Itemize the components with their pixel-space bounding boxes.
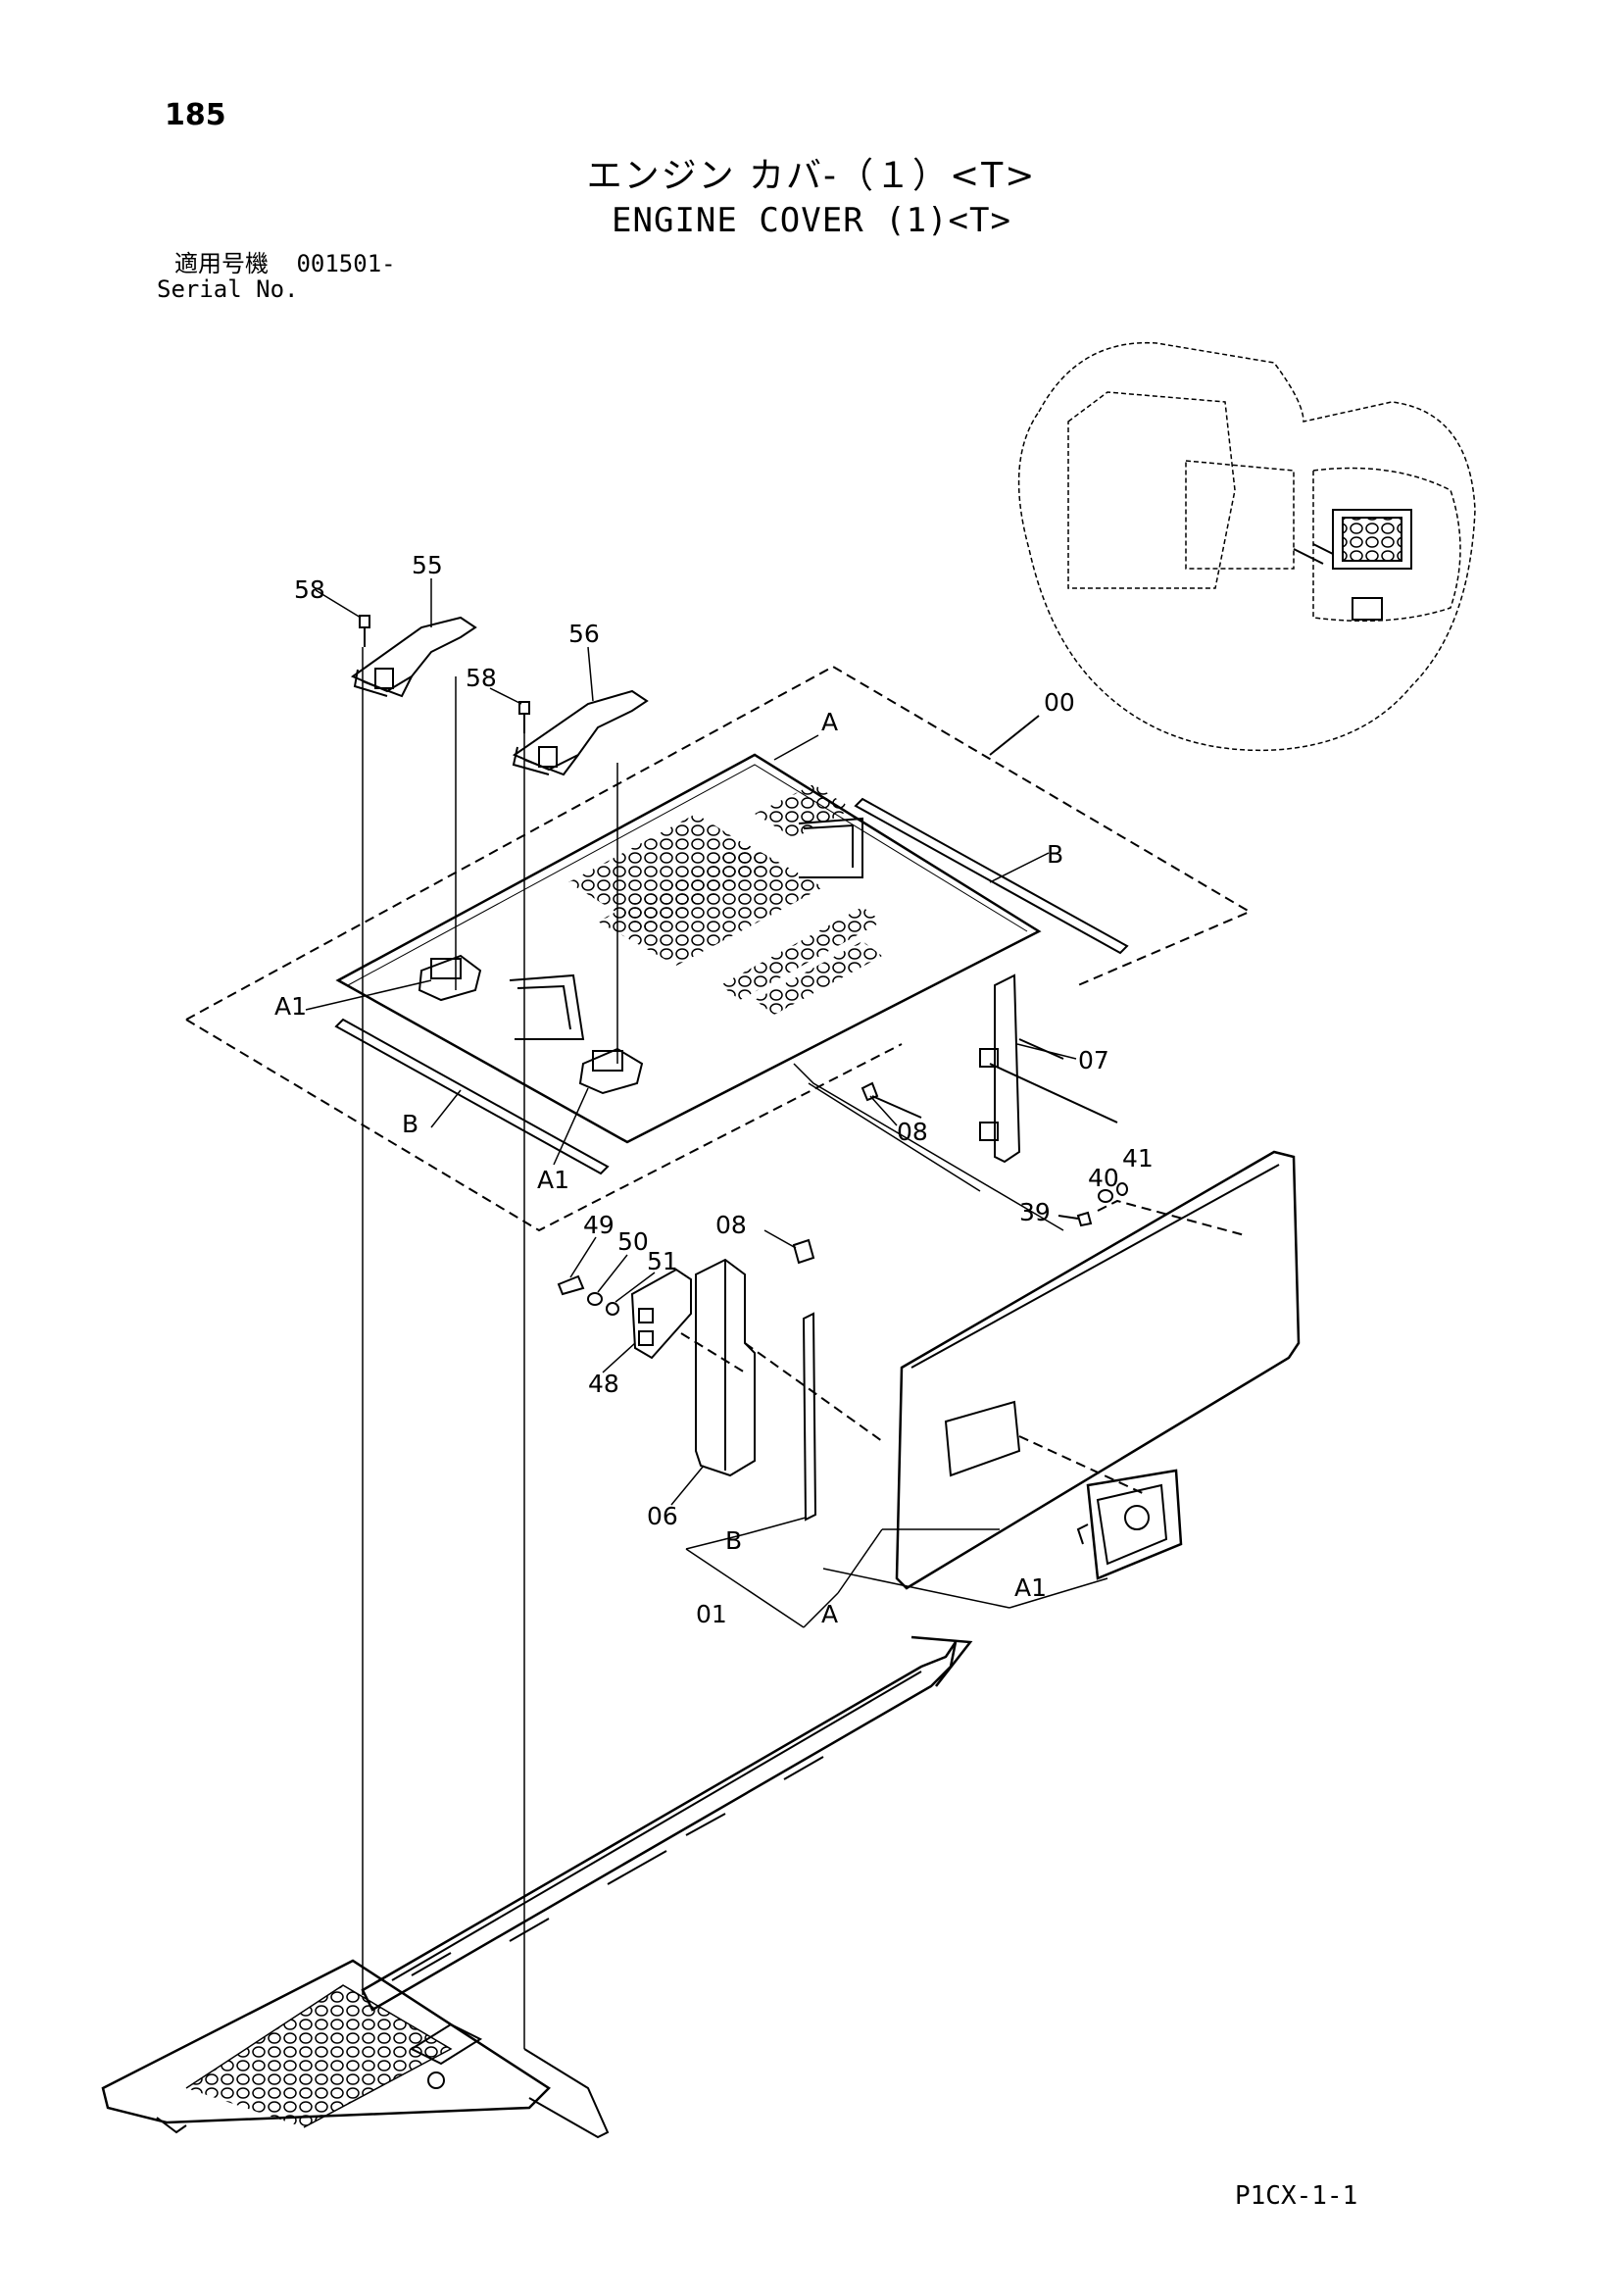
callout-a-low: A	[821, 1600, 838, 1628]
post-06	[680, 1258, 883, 1477]
serial-value: 001501-	[296, 250, 396, 277]
callout-40: 40	[1088, 1164, 1119, 1192]
machine-reference-illustration	[1017, 341, 1476, 752]
callout-50: 50	[617, 1227, 649, 1256]
latch-a1	[1076, 1469, 1183, 1580]
callout-49: 49	[583, 1211, 615, 1239]
callout-55: 55	[412, 551, 443, 579]
callout-41: 41	[1122, 1144, 1154, 1173]
hinge-55	[350, 616, 477, 698]
callout-58a: 58	[294, 575, 325, 604]
page-number: 185	[165, 98, 226, 132]
strip-b	[802, 1312, 817, 1522]
callout-a-top: A	[821, 708, 838, 736]
callout-06: 06	[647, 1502, 678, 1530]
callout-b-top: B	[1047, 840, 1063, 869]
serial-info: 適用号機 001501- Serial No.	[157, 251, 396, 302]
callout-a1-low: A1	[1014, 1573, 1047, 1602]
grouping-01	[685, 1528, 1108, 1628]
callout-51: 51	[647, 1247, 678, 1275]
side-door-panel	[895, 1150, 1301, 1590]
hinge-56	[512, 689, 649, 776]
engine-cover-group-00	[185, 665, 1253, 1232]
callout-00: 00	[1044, 688, 1075, 717]
callout-b-low: B	[725, 1526, 742, 1555]
title-japanese: エンジン カバ-（１）<T>	[586, 156, 1037, 196]
callout-58b: 58	[466, 664, 497, 692]
callout-a1-bottom: A1	[537, 1166, 569, 1194]
callout-01: 01	[696, 1600, 727, 1628]
leader-lines	[362, 647, 1064, 2049]
callout-07: 07	[1078, 1046, 1109, 1074]
serial-label-en: Serial No.	[157, 275, 299, 303]
callout-39: 39	[1019, 1198, 1051, 1226]
serial-row: 適用号機 001501-	[157, 251, 396, 276]
callout-08a: 08	[897, 1118, 928, 1146]
bottom-cover	[101, 1959, 610, 2139]
fasteners-39-40-41	[1057, 1182, 1128, 1227]
callout-leaders	[305, 578, 1077, 1535]
long-rail	[361, 1635, 973, 2012]
serial-label-jp: 適用号機	[174, 250, 269, 277]
bracket-07	[861, 973, 1118, 1164]
bracket-48	[630, 1268, 692, 1360]
callout-08b: 08	[715, 1211, 747, 1239]
title-english: ENGINE COVER (1)<T>	[612, 201, 1011, 240]
callout-b-left: B	[402, 1110, 418, 1138]
callout-labels: 00 A B A1 B A1 55 56 58 58 07 08 41 40 3…	[274, 551, 1154, 1628]
callout-56: 56	[568, 620, 600, 648]
machine-cover-detail	[1293, 509, 1412, 621]
callout-48: 48	[588, 1370, 619, 1398]
bolts-58	[359, 615, 530, 733]
footer-code: P1CX-1-1	[1235, 2181, 1358, 2211]
fasteners-49-50-51	[557, 1238, 815, 1316]
callout-a1-left: A1	[274, 992, 307, 1021]
